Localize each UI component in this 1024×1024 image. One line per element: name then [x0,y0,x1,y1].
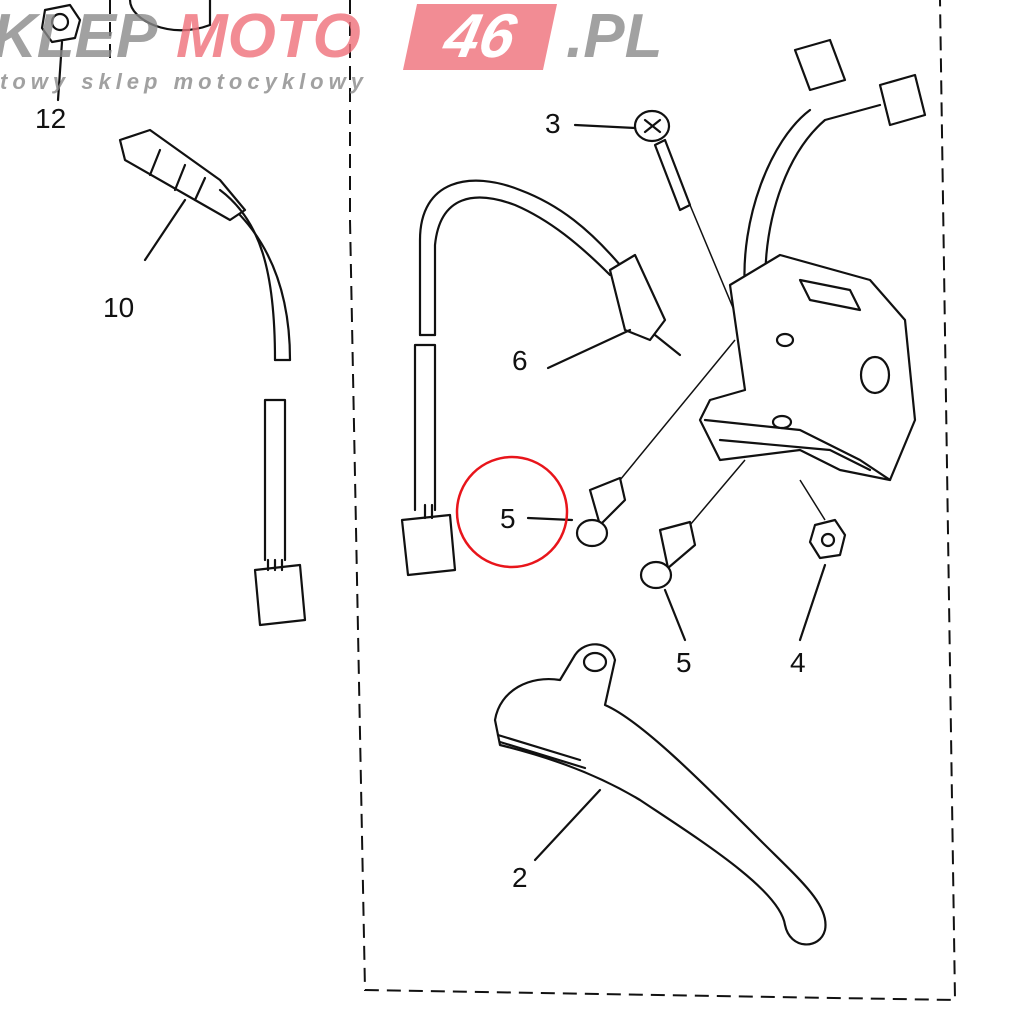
part-12-nut [40,0,212,102]
watermark-tagline: towy sklep motocyklowy [0,69,368,94]
callout-5-highlighted: 5 [500,503,516,534]
callout-6: 6 [512,345,528,376]
part-2-lever [493,643,827,946]
callout-12: 12 [35,103,66,134]
part-5-screw-a [575,339,736,548]
callout-2: 2 [512,862,528,893]
watermark-suffix: .PL [566,2,663,71]
highlight-circle [455,455,569,569]
part-5-screw-b [639,459,746,642]
watermark-number: 46 [402,2,558,71]
callout-10: 10 [103,292,134,323]
watermark-prefix: KLEP [0,2,158,71]
part-10-switch [118,128,307,627]
lever-housing [698,38,927,482]
callout-4: 4 [790,647,806,678]
assembly-boundary [349,0,957,1002]
callout-5: 5 [676,647,692,678]
part-6-switch [400,179,682,577]
watermark-middle: MOTO [176,2,361,71]
watermark: KLEP MOTO 46 .PL towy sklep motocyklowy [0,2,700,96]
part-4-nut [798,479,847,642]
callout-3: 3 [545,108,561,139]
